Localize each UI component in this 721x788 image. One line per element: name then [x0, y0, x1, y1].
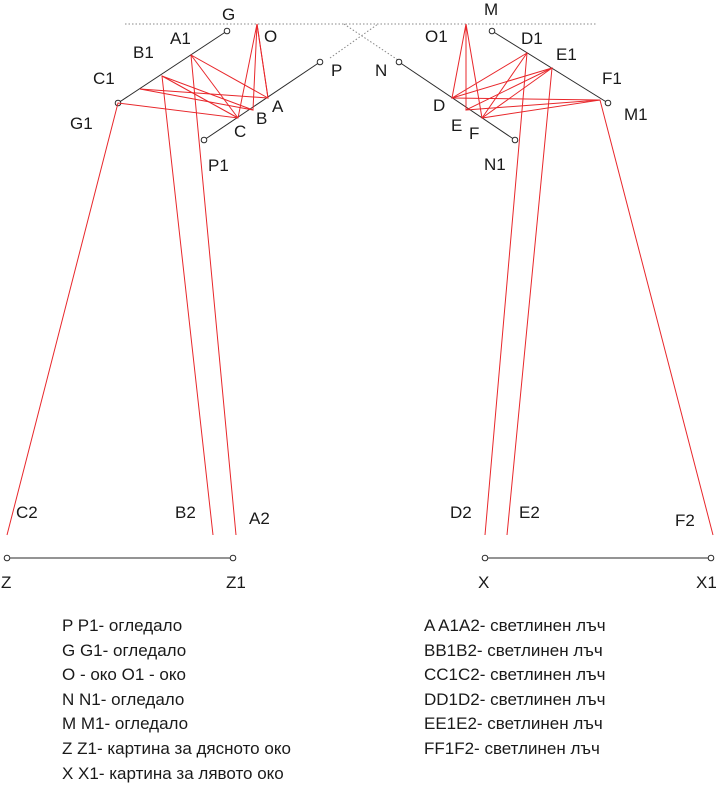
label-z1: Z1 — [226, 573, 246, 592]
ray-b — [161, 23, 258, 536]
mirror-m-m1 — [488, 27, 612, 107]
rays-left — [6, 23, 269, 536]
legend-item: N N1- огледало — [62, 689, 185, 709]
label-m: M — [484, 0, 498, 19]
legend-item: G G1- огледало — [62, 640, 187, 660]
legend-item: EE1E2- светлинен лъч — [424, 714, 603, 734]
label-f1: F1 — [602, 69, 622, 88]
rays-right — [451, 23, 714, 536]
legend-item: FF1F2- светлинен лъч — [424, 738, 600, 758]
legend-mirrors-eyes-pictures: P P1- огледало G G1- огледало O - око O1… — [62, 614, 291, 786]
ray-a-c1 — [139, 88, 269, 99]
ray-b-c1 — [139, 88, 254, 111]
label-o: O — [264, 27, 277, 46]
mirror-p-p1 — [200, 58, 324, 144]
ray-c — [6, 23, 258, 536]
label-n1: N1 — [484, 155, 506, 174]
ray-c-a1 — [161, 75, 239, 119]
ray-d — [451, 23, 528, 536]
legend-light-rays: A A1A2- светлинен лъч BB1B2- светлинен л… — [424, 614, 606, 762]
ray-f — [465, 23, 714, 536]
label-e: E — [451, 116, 462, 135]
legend-item: DD1D2- светлинен лъч — [424, 689, 606, 709]
label-g1: G1 — [70, 114, 93, 133]
label-c1: C1 — [93, 69, 115, 88]
label-g: G — [222, 5, 235, 24]
label-f2: F2 — [675, 511, 695, 530]
label-c: C — [234, 122, 246, 141]
legend-item: BB1B2- светлинен лъч — [424, 640, 603, 660]
label-b: B — [256, 109, 267, 128]
ray-c-b — [190, 54, 239, 119]
cross-guide-right — [343, 23, 399, 61]
ray-a-inner — [256, 23, 269, 99]
legend-item: O - око O1 - око — [62, 665, 186, 685]
legend-item: CC1C2- светлинен лъч — [424, 665, 606, 685]
label-f: F — [469, 124, 479, 143]
label-z: Z — [1, 573, 11, 592]
label-m1: M1 — [624, 105, 648, 124]
legend-item: X X1- картина за лявото око — [62, 763, 284, 783]
picture-x-x1 — [481, 554, 715, 562]
ray-d-f1 — [451, 97, 601, 101]
label-d1: D1 — [521, 29, 543, 48]
label-o1: O1 — [425, 27, 448, 46]
label-c2: C2 — [16, 503, 38, 522]
label-b2: B2 — [175, 503, 196, 522]
ray-e-f1 — [465, 99, 601, 111]
label-x: X — [478, 573, 489, 592]
label-p1: P1 — [208, 156, 229, 175]
label-p: P — [331, 61, 342, 80]
label-e1: E1 — [556, 45, 577, 64]
legend-item: M M1- огледало — [62, 714, 189, 734]
legend-item: A A1A2- светлинен лъч — [424, 616, 606, 635]
label-a1: A1 — [170, 29, 191, 48]
picture-z-z1 — [3, 554, 237, 562]
legend-item: P P1- огледало — [62, 616, 183, 635]
cross-guide-left — [329, 23, 379, 59]
label-x1: X1 — [696, 573, 717, 592]
legend-item: Z Z1- картина за дясното око — [62, 738, 291, 758]
ray-f-e1 — [481, 67, 553, 119]
label-b1: B1 — [133, 43, 154, 62]
ray-e — [465, 24, 553, 536]
ray-d-e1 — [451, 67, 553, 99]
label-d2: D2 — [450, 503, 472, 522]
label-a: A — [272, 97, 284, 116]
label-n: N — [375, 61, 387, 80]
ray-f-d1 — [481, 52, 528, 119]
label-e2: E2 — [519, 503, 540, 522]
label-d: D — [433, 96, 445, 115]
label-a2: A2 — [249, 509, 270, 528]
mirror-n-n1 — [395, 58, 519, 144]
